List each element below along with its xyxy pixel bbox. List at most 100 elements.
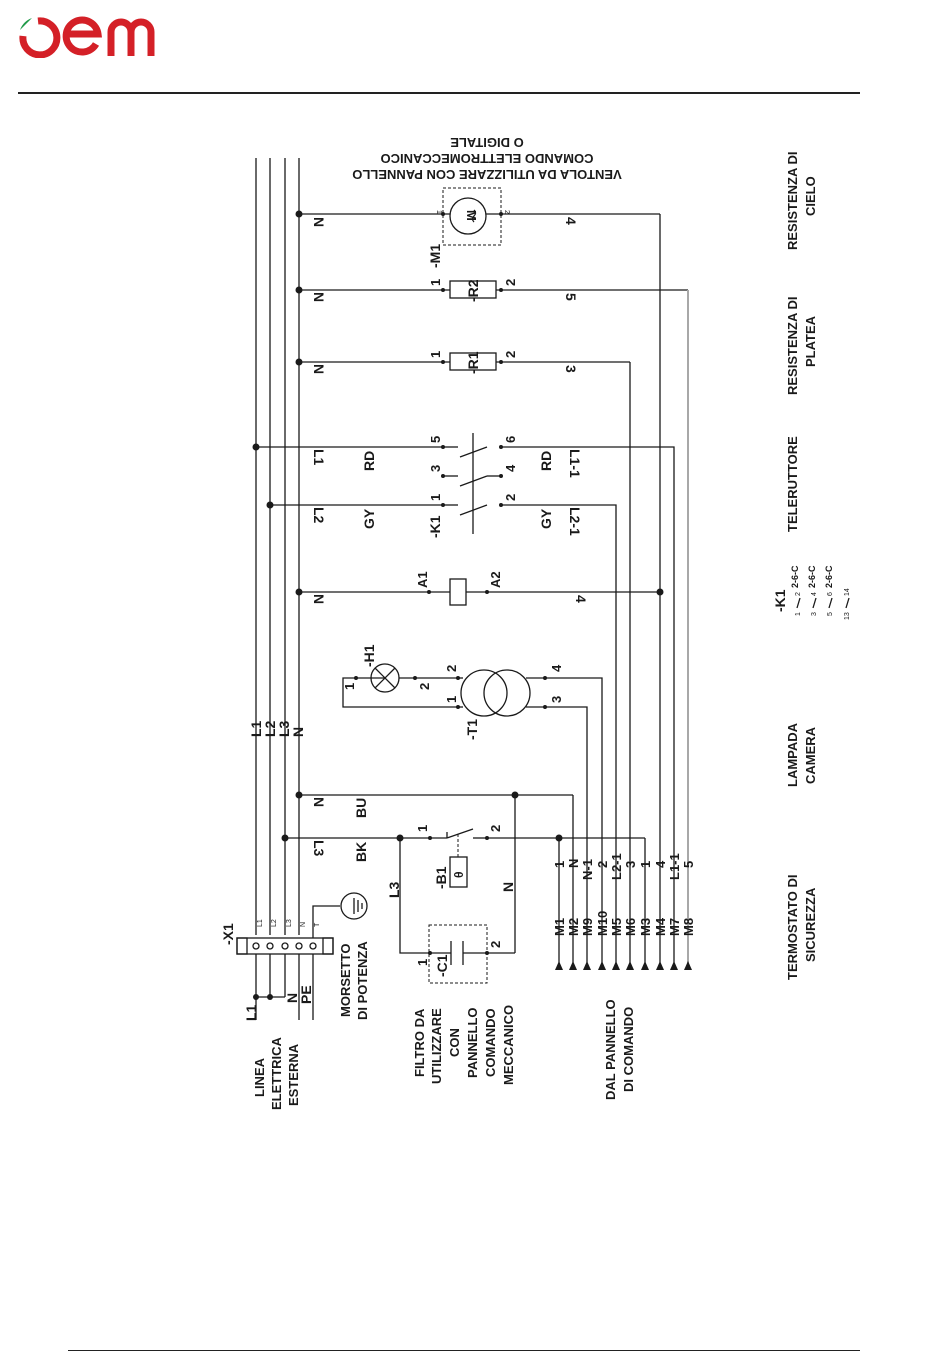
r1-out-label: 3 — [563, 365, 579, 373]
supply-title-line: LINEA — [252, 1057, 267, 1097]
k1-legend-pin: 14 — [844, 588, 851, 596]
oem-logo — [19, 16, 155, 58]
supply-label-l1: L1 — [243, 1004, 259, 1021]
contact-pin-1: 1 — [428, 494, 443, 501]
connector-wire-label: 4 — [653, 860, 668, 868]
connector-terminal-label: M5 — [609, 918, 624, 936]
control-panel-title: DAL PANNELLO DI COMANDO — [603, 999, 636, 1100]
connector-terminal-label: M2 — [566, 918, 581, 936]
thermostat-pin1: 1 — [415, 825, 430, 832]
terminal-block-body — [236, 937, 334, 955]
thermostat-symbol: θ — [452, 872, 466, 879]
terminal-screw-l2 — [266, 942, 274, 950]
r2-ref: -R2 — [465, 279, 481, 302]
transformer-ref: -T1 — [464, 719, 480, 740]
coil-a2: A2 — [488, 571, 503, 588]
fan-out-label: 4 — [563, 217, 579, 225]
lamp-circuit: 1 2 -H1 2 1 -T1 4 3 — [342, 644, 603, 965]
terminal-end-left — [236, 937, 248, 955]
coil-out-label: 4 — [573, 595, 589, 603]
r1-pin1: 1 — [428, 351, 443, 358]
lamp-pin1-dot — [354, 676, 358, 680]
section-title-contactor: TELERUTTORE — [785, 436, 800, 532]
terminal-label-l1: L1 — [257, 919, 264, 927]
section-title-heater-top: CIELO — [803, 176, 818, 216]
footer-rule — [68, 1350, 860, 1351]
k1-legend-pin: 1 — [795, 612, 802, 616]
connector-arrow-icon — [598, 961, 606, 970]
connector-arrow-icon — [555, 961, 563, 970]
connector-terminal-label: M4 — [653, 917, 668, 936]
logo-letter-e — [62, 16, 102, 56]
k1-legend-row: 13 14 — [844, 588, 851, 620]
contactor-coil: N A1 A2 4 — [295, 571, 664, 606]
connector-wire-label: 3 — [623, 861, 638, 868]
lamp-cross — [374, 667, 396, 689]
heater-r1: N 1 2 -R1 3 — [295, 351, 631, 965]
transformer-pin4-dot — [543, 676, 547, 680]
l1-out-label: L1-1 — [567, 449, 583, 478]
wire-t4-m10 — [526, 677, 603, 965]
connector-wire-label: N-1 — [580, 859, 595, 880]
connector-arrow-icon — [612, 961, 620, 970]
k1-legend: -K1 1 2 2-6-C 3 4 2-6-C 5 6 2-6-C 13 14 — [772, 565, 851, 620]
fan-pin2-dot — [499, 212, 503, 216]
section-title-lamp: CAMERA — [803, 726, 818, 784]
terminal-title-line: DI POTENZA — [355, 941, 370, 1020]
terminal-label-l3: L3 — [286, 919, 293, 927]
connector-arrow-icon — [569, 961, 577, 970]
r2-pin2: 2 — [503, 279, 518, 286]
r1-pin1-dot — [441, 360, 445, 364]
connector-terminal-label: M7 — [667, 918, 682, 936]
connector-terminal-label: M9 — [580, 918, 595, 936]
lamp-pin2-dot — [413, 676, 417, 680]
header-rule — [18, 92, 860, 94]
supply-title-line: ELETTRICA — [269, 1036, 284, 1110]
thermostat-bulb — [449, 856, 468, 888]
logo-green-segment — [20, 18, 32, 30]
row-n-color: BU — [353, 798, 369, 818]
r1-symbol — [449, 352, 497, 371]
filter-title-line: PANNELLO — [465, 1007, 480, 1078]
fan-ref: -M1 — [427, 244, 443, 268]
k1-legend-pin: 13 — [844, 612, 851, 620]
fan-box — [442, 187, 502, 246]
connector-arrow-icon — [626, 961, 634, 970]
coil-a1-dot — [427, 590, 431, 594]
l2-out-color: GY — [538, 508, 554, 529]
contact-pin-2: 2 — [503, 494, 518, 501]
connector-terminal-label: M1 — [552, 918, 567, 936]
k1-legend-ref: 2-6-C — [790, 565, 800, 588]
connector-arrow-icon — [684, 961, 692, 970]
section-title-thermostat: TERMOSTATO DI — [785, 875, 800, 980]
r1-ref: -R1 — [465, 351, 481, 374]
k1-legend-pin: 4 — [811, 592, 818, 596]
k1-legend-pin: 5 — [827, 612, 834, 616]
bus-lines — [255, 158, 300, 935]
terminal-screw-l3 — [281, 942, 289, 950]
connector-terminal-label: M8 — [681, 918, 696, 936]
wire-l1-1-m7 — [501, 446, 675, 965]
logo-letter-m — [107, 18, 155, 56]
junction-dot — [281, 834, 289, 842]
junction-dot — [295, 286, 303, 294]
row-l3-color: BK — [353, 842, 369, 862]
k1-legend-contact — [828, 597, 833, 609]
contact-dot — [441, 503, 445, 507]
filter-title-line: CON — [447, 1028, 462, 1057]
fan-note-line: VENTOLA DA UTILIZZARE CON PANNELLO — [352, 167, 621, 182]
terminal-label-t: T — [314, 922, 321, 927]
lamp-loop — [342, 677, 458, 708]
connector-terminal-label: M10 — [595, 911, 610, 936]
connector-arrow-icon — [670, 961, 678, 970]
filter-title-line: UTILIZZARE — [429, 1008, 444, 1084]
connector-wire-label: 1 — [638, 861, 653, 868]
section-titles: RESISTENZA DI CIELO RESISTENZA DI PLATEA… — [785, 152, 818, 980]
contact-blade-3-4 — [459, 475, 488, 487]
r2-pin1-dot — [441, 288, 445, 292]
heater-r2: N 1 2 -R2 5 — [295, 279, 689, 965]
section-title-heater-top: RESISTENZA DI — [785, 152, 800, 250]
lamp-pin1: 1 — [342, 683, 357, 690]
supply-title: LINEA ELETTRICA ESTERNA — [252, 1036, 301, 1110]
